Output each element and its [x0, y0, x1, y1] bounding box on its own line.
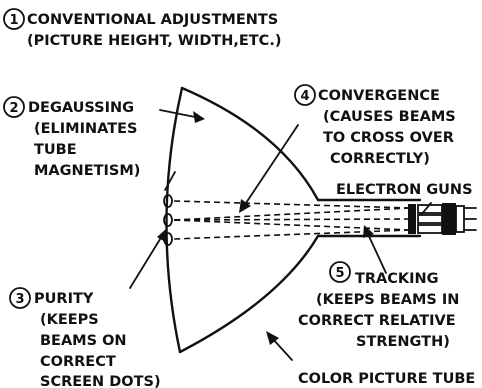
- callout-line: (KEEPS BEAMS IN: [316, 292, 459, 308]
- arrow-head: [363, 225, 374, 238]
- electron-guns-label: ELECTRON GUNS: [336, 182, 473, 198]
- callout-convergence: 4 CONVERGENCE (CAUSES BEAMS TO CROSS OVE…: [294, 84, 456, 167]
- leader-arrows: [129, 109, 432, 361]
- callout-line: SCREEN DOTS): [40, 374, 161, 388]
- callout-line: (PICTURE HEIGHT, WIDTH,ETC.): [27, 33, 281, 49]
- diagram-caption: COLOR PICTURE TUBE: [298, 371, 475, 387]
- callout-line: CONVERGENCE: [318, 88, 440, 104]
- tube-outline: [165, 86, 422, 354]
- callout-number-circle: [329, 261, 351, 283]
- callout-number-circle: [9, 287, 31, 309]
- callout-line: TO CROSS OVER: [323, 130, 454, 146]
- purity-arrow-line: [129, 235, 163, 289]
- convergence-arrow-line: [243, 124, 299, 207]
- electron-beams: [173, 200, 411, 240]
- callout-line: TUBE: [34, 142, 77, 158]
- arrow-head: [157, 229, 167, 243]
- callout-line: DEGAUSSING: [28, 100, 134, 116]
- callout-line: CORRECT RELATIVE: [298, 313, 456, 329]
- callout-conventional: 1 CONVENTIONAL ADJUSTMENTS (PICTURE HEIG…: [3, 8, 281, 49]
- beam-line: [173, 200, 411, 209]
- callout-number: 5: [335, 266, 344, 281]
- beam-line: [173, 207, 411, 221]
- callout-line: BEAMS ON: [40, 333, 127, 349]
- screen-dot: [163, 213, 173, 227]
- gun-body: [442, 203, 456, 235]
- arrow-head: [193, 111, 205, 123]
- callout-line: CORRECTLY): [330, 151, 430, 167]
- callout-number: 2: [9, 101, 18, 116]
- callout-line: (KEEPS: [40, 312, 99, 328]
- callout-number-circle: [3, 96, 25, 118]
- degaussing-arrow-line: [159, 109, 201, 119]
- arrow-head: [239, 199, 251, 213]
- callout-tracking: 5 TRACKING (KEEPS BEAMS IN CORRECT RELAT…: [298, 261, 459, 350]
- callout-line: (ELIMINATES: [34, 121, 137, 137]
- callout-degaussing: 2 DEGAUSSING (ELIMINATES TUBE MAGNETISM): [3, 96, 140, 179]
- gun-barrel: [417, 224, 443, 234]
- beam-line: [173, 218, 411, 221]
- tube-faceplate: [165, 86, 184, 354]
- beam-line: [173, 229, 411, 240]
- gun-barrel: [417, 214, 443, 224]
- callout-purity: 3 PURITY (KEEPS BEAMS ON CORRECT SCREEN …: [9, 287, 161, 388]
- screen-dot: [163, 194, 173, 208]
- gun-base: [455, 205, 465, 233]
- callout-number: 3: [15, 292, 24, 307]
- arrow-head: [266, 331, 279, 345]
- callout-line: TRACKING: [355, 271, 439, 287]
- callout-line: (CAUSES BEAMS: [323, 109, 456, 125]
- beam-line: [173, 219, 411, 231]
- tube-lower-bell: [178, 234, 422, 354]
- caption-arrow-line: [271, 337, 293, 361]
- degaussing-to-dots-line: [164, 171, 176, 191]
- gun-barrel: [417, 204, 443, 214]
- electron-guns: [408, 203, 477, 235]
- callout-line: MAGNETISM): [34, 163, 140, 179]
- gun-mount: [408, 204, 416, 234]
- callout-line: STRENGTH): [356, 334, 450, 350]
- tube-upper-bell: [180, 86, 422, 202]
- callout-number: 4: [300, 89, 309, 104]
- tracking-arrow-line: [366, 231, 387, 274]
- callout-number: 1: [9, 13, 18, 28]
- callout-line: PURITY: [34, 291, 94, 307]
- callout-line: CORRECT: [40, 354, 116, 370]
- callout-number-circle: [3, 8, 25, 30]
- callout-line: CONVENTIONAL ADJUSTMENTS: [27, 12, 278, 28]
- callout-number-circle: [294, 84, 316, 106]
- guns-pointer-line: [420, 202, 432, 216]
